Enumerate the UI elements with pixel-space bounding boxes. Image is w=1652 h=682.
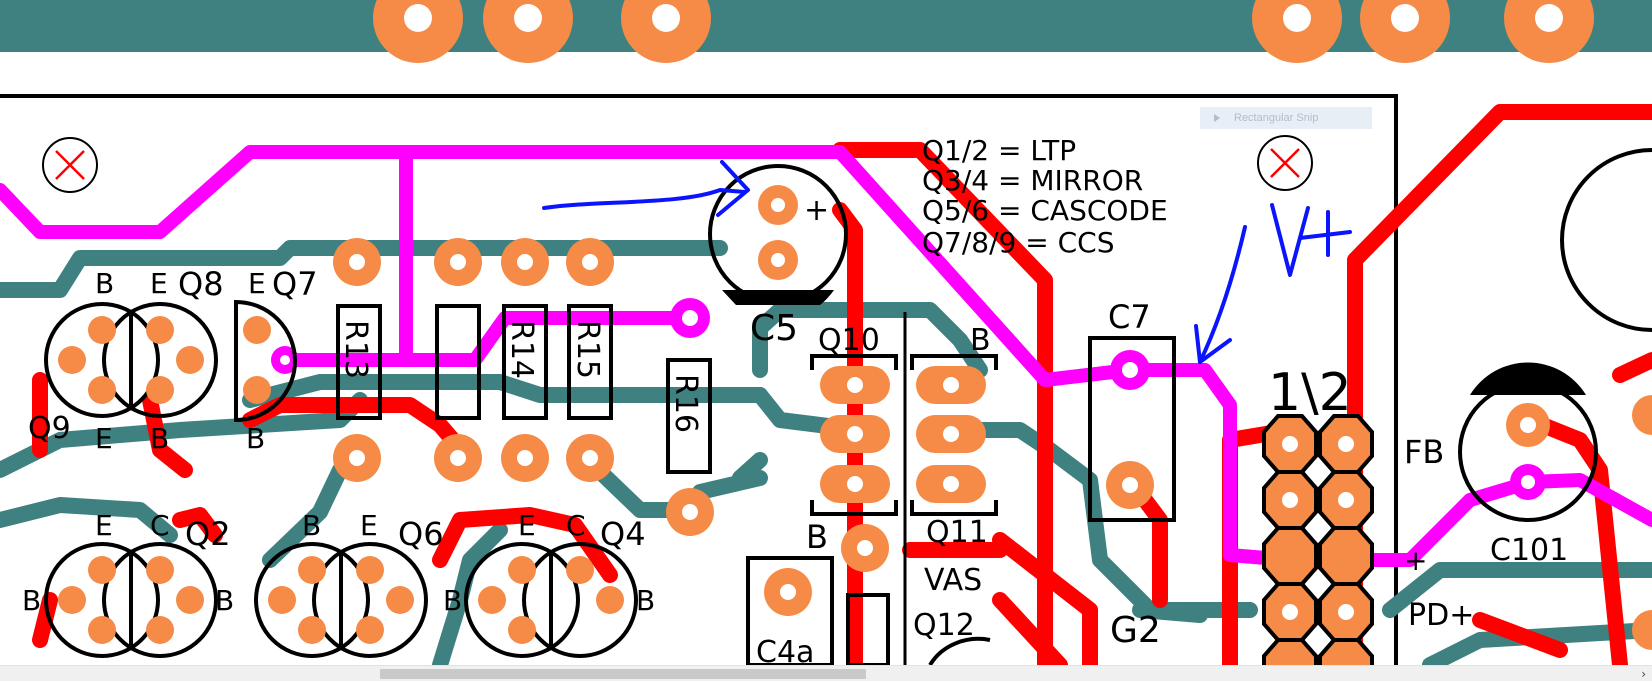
label-fb: FB	[1404, 433, 1444, 471]
horizontal-scrollbar[interactable]: ›	[0, 665, 1652, 681]
tooltip-text: Rectangular Snip	[1234, 112, 1319, 124]
label-q4: Q4	[600, 515, 646, 553]
scroll-right-arrow-icon[interactable]: ›	[1641, 667, 1646, 681]
label-c7: C7	[1108, 298, 1151, 336]
play-icon	[1214, 114, 1220, 122]
pcb-layout-diagram: B E Q8 E Q7 Q9 E B B E C Q2 B B B E Q6 B…	[0, 0, 1652, 665]
label-q10: Q10	[818, 323, 880, 358]
label-plus: +	[804, 193, 829, 228]
label-b: B	[95, 267, 114, 300]
label-e: E	[248, 267, 266, 300]
label-q8: Q8	[178, 265, 224, 303]
label-q9: Q9	[28, 411, 71, 446]
label-vas: VAS	[924, 563, 982, 598]
label-r13: R13	[338, 320, 373, 379]
label-c: C	[150, 509, 170, 542]
label-b: B	[636, 584, 655, 617]
label-e: E	[360, 509, 378, 542]
label-q12: Q12	[913, 608, 975, 643]
label-b: B	[150, 422, 169, 455]
label-e: E	[150, 267, 168, 300]
note-line-1: Q1/2 = LTP	[922, 134, 1076, 167]
label-q2: Q2	[185, 515, 231, 553]
label-b: B	[970, 323, 991, 358]
label-c5: C5	[750, 308, 798, 349]
label-g2: G2	[1110, 610, 1161, 651]
label-plus: +	[1404, 544, 1427, 577]
note-line-3: Q5/6 = CASCODE	[922, 194, 1168, 227]
label-pd-plus: PD+	[1408, 598, 1474, 633]
label-b: B	[302, 509, 321, 542]
label-q7: Q7	[272, 265, 318, 303]
label-e: E	[95, 422, 113, 455]
label-b: B	[246, 422, 265, 455]
label-r16: R16	[668, 374, 703, 433]
label-b: B	[806, 518, 828, 556]
note-line-4: Q7/8/9 = CCS	[922, 226, 1115, 259]
scrollbar-thumb[interactable]	[380, 669, 866, 679]
label-b: B	[443, 584, 462, 617]
label-e: E	[518, 509, 536, 542]
note-line-2: Q3/4 = MIRROR	[922, 164, 1143, 197]
label-e: E	[95, 509, 113, 542]
label-header-pins: 1\2	[1268, 363, 1352, 423]
label-r15: R15	[570, 320, 605, 379]
rectangular-snip-tooltip: Rectangular Snip	[1200, 107, 1372, 129]
label-c4a: C4a	[756, 635, 814, 665]
label-r14: R14	[504, 320, 539, 379]
label-c101: C101	[1490, 533, 1568, 568]
label-b: B	[215, 584, 234, 617]
label-q6: Q6	[398, 515, 444, 553]
label-b: B	[22, 584, 41, 617]
label-q11: Q11	[926, 515, 988, 550]
label-c: C	[566, 509, 586, 542]
